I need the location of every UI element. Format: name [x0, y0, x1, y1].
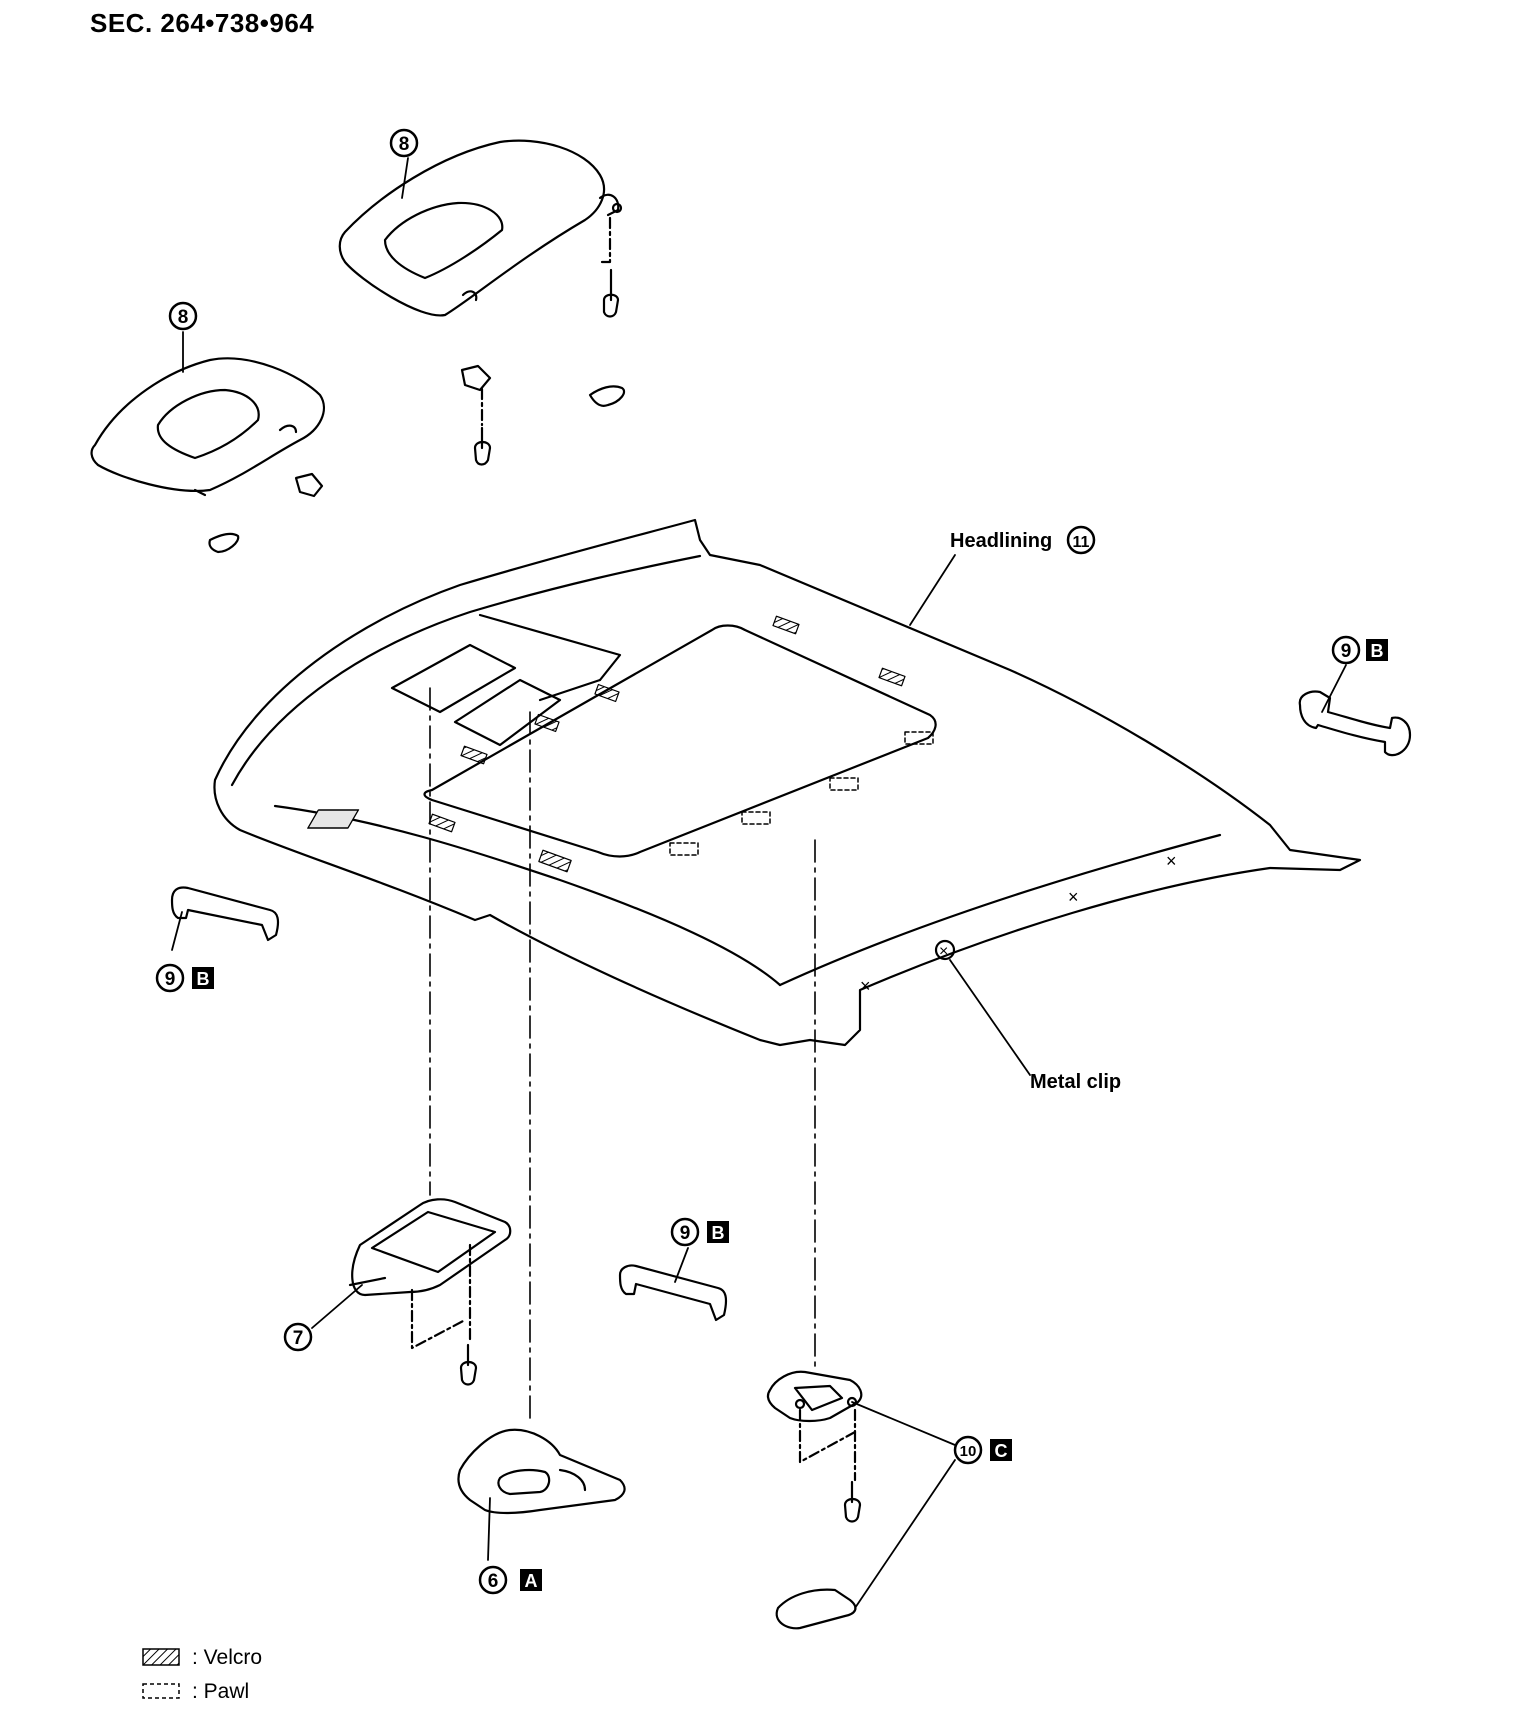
callout-text: B [1371, 641, 1384, 661]
headlining-label: Headlining [950, 530, 1052, 552]
callout-8-lower-num: 8 [178, 307, 189, 328]
callout-text: 9 [680, 1223, 691, 1244]
headlining-panel: × × × × [213, 518, 1362, 1047]
callout-text: B [712, 1223, 725, 1243]
callout-text: 9 [1341, 641, 1352, 662]
sun-visor-right [338, 139, 623, 318]
callout-8-upper-num: 8 [399, 134, 410, 155]
leader-metal-clip [949, 959, 1031, 1076]
callout-9-center: 9 B [670, 1217, 729, 1247]
callout-text: 6 [488, 1571, 499, 1592]
assist-grip-left [170, 886, 280, 942]
svg-text:×: × [860, 976, 871, 996]
svg-text:×: × [939, 943, 948, 960]
callout-10: 10 C [953, 1435, 1012, 1465]
callout-text: 7 [293, 1328, 304, 1349]
legend: : Velcro : Pawl [142, 1646, 262, 1703]
legend-pawl-swatch [142, 1683, 180, 1699]
visor-holders [208, 364, 626, 554]
callout-9-right: 9 B [1331, 635, 1388, 665]
callout-8-upper: 8 [389, 128, 419, 158]
headlining-num: 11 [1073, 534, 1090, 551]
metal-clip-label: Metal clip [1030, 1071, 1121, 1093]
callout-text: 9 [165, 969, 176, 990]
room-lamp [457, 1428, 626, 1515]
leader-headlining [909, 554, 956, 626]
leader-9-left [171, 911, 183, 951]
callout-metal-clip: Metal clip [1030, 1071, 1121, 1093]
assist-grip-center [618, 1264, 728, 1322]
leader-10-b [854, 1459, 956, 1609]
callout-6: 6 A [478, 1565, 542, 1595]
map-lamp [348, 1198, 512, 1386]
svg-text:×: × [1166, 851, 1177, 871]
assist-grip-right [1298, 690, 1412, 757]
section-code: SEC. 264•738•964 [90, 8, 315, 38]
leader-9-center [674, 1247, 689, 1283]
leader-7 [311, 1284, 363, 1329]
legend-velcro-swatch [142, 1648, 180, 1666]
svg-text:×: × [1068, 887, 1079, 907]
callout-7: 7 [283, 1322, 313, 1352]
callout-headlining: Headlining 11 [950, 525, 1096, 555]
callout-text: A [525, 1571, 538, 1591]
sun-visor-left [90, 357, 326, 497]
callout-9-left: 9 B [155, 963, 214, 993]
leader-9-right [1321, 664, 1347, 713]
roof-console [766, 1370, 863, 1630]
leader-8-upper [401, 157, 409, 199]
callout-text: C [995, 1441, 1008, 1461]
callout-text: B [197, 969, 210, 989]
legend-pawl-label: : Pawl [192, 1680, 249, 1703]
leader-6 [487, 1497, 491, 1561]
callout-8-lower: 8 [168, 301, 198, 331]
legend-velcro-label: : Velcro [192, 1646, 262, 1669]
callout-text: 10 [960, 1443, 977, 1460]
leader-10-a [851, 1401, 956, 1446]
